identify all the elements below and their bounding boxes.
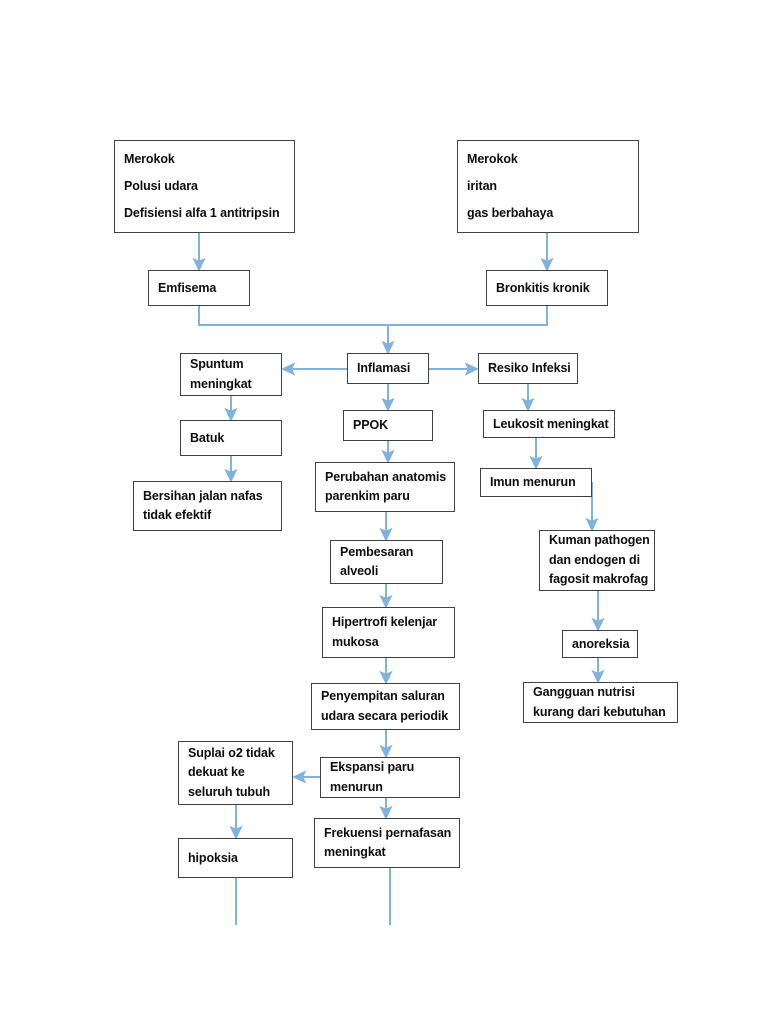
node-hipoksia[interactable]: hipoksia <box>178 838 293 878</box>
node-gangguan-line: Gangguan nutrisi <box>533 685 635 700</box>
node-penyempitan-line: udara secara periodik <box>321 708 449 723</box>
node-suplai-line: dekuat ke <box>188 765 245 780</box>
node-emfisema[interactable]: Emfisema <box>148 270 250 306</box>
node-batuk-line: Batuk <box>190 430 225 445</box>
node-anoreksia[interactable]: anoreksia <box>562 630 638 658</box>
node-inflamasi[interactable]: Inflamasi <box>347 353 429 384</box>
node-suplai-line: Suplai o2 tidak <box>188 745 275 760</box>
node-leukosit[interactable]: Leukosit meningkat <box>483 410 615 438</box>
node-bronkitis-line: Bronkitis kronik <box>496 280 590 295</box>
node-perubahan[interactable]: Perubahan anatomis parenkim paru <box>315 462 455 512</box>
node-perubahan-line: Perubahan anatomis <box>325 469 447 484</box>
node-ppok[interactable]: PPOK <box>343 410 433 441</box>
node-hipoksia-line: hipoksia <box>188 850 238 865</box>
node-causes_right-line: iritan <box>467 179 497 194</box>
node-batuk[interactable]: Batuk <box>180 420 282 456</box>
node-hipertrofi[interactable]: Hipertrofi kelenjar mukosa <box>322 607 455 658</box>
node-ekspansi[interactable]: Ekspansi paru menurun <box>320 757 460 798</box>
node-frekuensi[interactable]: Frekuensi pernafasan meningkat <box>314 818 460 868</box>
node-pembesaran-line: Pembesaran <box>340 544 414 559</box>
node-kuman-line: fagosit makrofag <box>549 572 649 587</box>
node-spuntum-line: Spuntum <box>190 357 244 372</box>
node-resiko-line: Resiko Infeksi <box>488 361 571 376</box>
node-causes_right[interactable]: Merokok iritan gas berbahaya <box>457 140 639 233</box>
node-frekuensi-line: Frekuensi pernafasan <box>324 825 452 840</box>
node-penyempitan-line: Penyempitan saluran <box>321 689 445 704</box>
edge-emfisema-merge <box>198 306 388 326</box>
node-causes_right-line: Merokok <box>467 152 518 167</box>
node-kuman-line: Kuman pathogen <box>549 533 650 548</box>
node-anoreksia-line: anoreksia <box>572 636 630 651</box>
node-spuntum[interactable]: Spuntum meningkat <box>180 353 282 396</box>
node-causes_right-line: gas berbahaya <box>467 205 554 220</box>
node-gangguan[interactable]: Gangguan nutrisi kurang dari kebutuhan <box>523 682 678 723</box>
node-gangguan-line: kurang dari kebutuhan <box>533 704 666 719</box>
node-suplai-line: seluruh tubuh <box>188 784 271 799</box>
node-hipertrofi-line: mukosa <box>332 634 379 649</box>
node-causes_left-line: Defisiensi alfa 1 antitripsin <box>124 205 280 220</box>
node-imun[interactable]: Imun menurun <box>480 468 592 497</box>
node-suplai[interactable]: Suplai o2 tidak dekuat ke seluruh tubuh <box>178 741 293 805</box>
node-ekspansi-line: menurun <box>330 779 383 794</box>
node-inflamasi-line: Inflamasi <box>357 361 411 376</box>
node-bronkitis[interactable]: Bronkitis kronik <box>486 270 608 306</box>
node-pembesaran[interactable]: Pembesaran alveoli <box>330 540 443 584</box>
node-emfisema-line: Emfisema <box>158 280 217 295</box>
node-bersihan-line: tidak efektif <box>143 508 212 522</box>
node-causes_left-line: Polusi udara <box>124 179 198 194</box>
node-causes_left-line: Merokok <box>124 152 175 167</box>
node-bersihan[interactable]: Bersihan jalan nafas tidak efektif <box>133 481 282 531</box>
node-spuntum-line: meningkat <box>190 376 252 391</box>
node-kuman-line: dan endogen di <box>549 552 640 567</box>
node-ppok-line: PPOK <box>353 418 389 433</box>
node-leukosit-line: Leukosit meningkat <box>493 416 609 431</box>
node-ekspansi-line: Ekspansi paru <box>330 760 415 775</box>
node-frekuensi-line: meningkat <box>324 845 386 859</box>
node-penyempitan[interactable]: Penyempitan saluran udara secara periodik <box>311 683 460 730</box>
node-pembesaran-line: alveoli <box>340 564 379 578</box>
node-imun-line: Imun menurun <box>490 475 576 490</box>
node-perubahan-line: parenkim paru <box>325 489 410 503</box>
node-hipertrofi-line: Hipertrofi kelenjar <box>332 615 438 630</box>
node-bersihan-line: Bersihan jalan nafas <box>143 488 263 503</box>
edge-bronkitis-merge <box>388 306 548 326</box>
node-kuman[interactable]: Kuman pathogen dan endogen di fagosit makr… <box>539 530 655 591</box>
node-resiko[interactable]: Resiko Infeksi <box>478 353 578 384</box>
